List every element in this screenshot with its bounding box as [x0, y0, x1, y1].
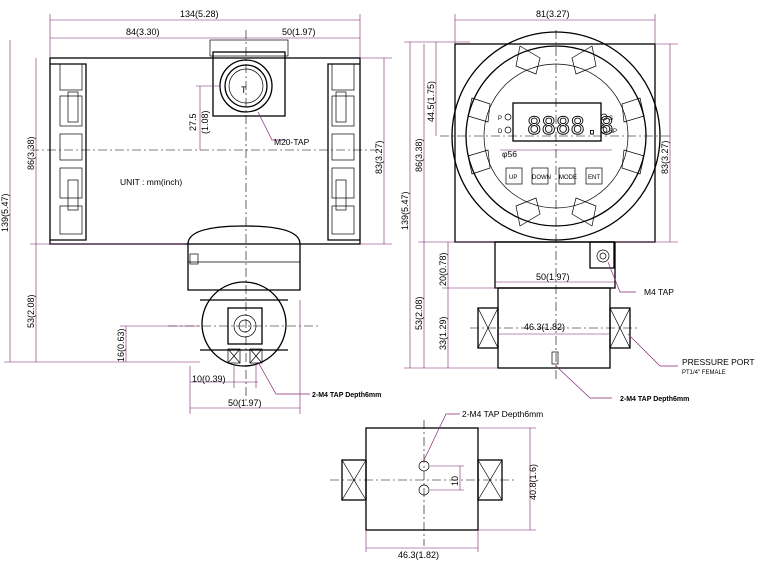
bottom-view: 10 40.8(1.6) 46.3(1.82) 2-M4 TAP Depth6m…	[330, 409, 543, 560]
indicator-right-1: S	[609, 116, 613, 122]
dim-front-body-left: 84(3.30)	[126, 27, 160, 37]
indicator-left-1: P	[498, 116, 502, 122]
front-neck	[187, 225, 301, 291]
dim-bottom-flange-width: 46.3(1.82)	[398, 550, 439, 560]
front-sensor-body	[201, 281, 287, 367]
dim-side-width: 81(3.27)	[536, 9, 570, 19]
indicator-right-2: SP	[609, 129, 617, 135]
lcd-panel	[512, 102, 602, 142]
dim-side-total-height: 139(5.47)	[400, 191, 410, 230]
dim-bottom-flange-height: 40.8(1.6)	[528, 464, 538, 500]
dim-front-tap-spacing: 10(0.39)	[192, 374, 226, 384]
front-right-cap	[327, 63, 360, 241]
label-pressure-port-thread: PT1/4" FEMALE	[682, 370, 726, 376]
lcd-digits: 8888.8	[527, 112, 614, 140]
dim-side-flange-width: 46.3(1.82)	[524, 322, 565, 332]
dim-side-display-diameter: φ56	[502, 149, 517, 159]
up-button[interactable]	[505, 167, 523, 185]
label-unit: UNIT : mm(inch)	[120, 177, 182, 187]
dim-front-port-height: 16(0.63)	[116, 328, 126, 362]
dim-side-lower-height: 53(2.08)	[414, 296, 424, 330]
conduit-hub	[212, 51, 286, 117]
label-bottom-tap-note: 2-M4 TAP Depth6mm	[462, 409, 543, 419]
front-view: T	[0, 9, 392, 414]
label-ground-tap: M4 TAP	[644, 287, 674, 297]
dim-front-lower-height: 53(2.08)	[26, 294, 36, 328]
bottom-flange-body	[365, 427, 479, 531]
front-left-cap	[50, 63, 87, 241]
dim-side-body-height: 86(3.38)	[414, 138, 424, 172]
label-side-tap-note: 2-M4 TAP Depth6mm	[620, 396, 689, 403]
dim-side-right-height: 83(3.27)	[660, 140, 670, 174]
label-conduit-tap: M20-TAP	[274, 137, 310, 147]
ent-button[interactable]	[585, 167, 603, 185]
mode-button[interactable]	[558, 167, 576, 185]
up-button-label: UP	[509, 175, 517, 181]
dim-front-body-height: 86(3.38)	[26, 136, 36, 170]
dim-side-neck-height: 20(0.78)	[438, 252, 448, 286]
dim-side-flange-height: 33(1.29)	[438, 316, 448, 350]
dim-side-display-height: 44.5(1.75)	[426, 81, 436, 122]
dim-front-bottom-width: 50(1.97)	[228, 398, 262, 408]
conduit-t-mark: T	[241, 85, 247, 95]
indicator-left-2: D	[498, 129, 503, 135]
side-view: 8888.8 P D S SP UP DOWN MODE ENT	[400, 9, 755, 403]
mode-button-label: MODE	[559, 175, 577, 181]
dim-front-right-height: 83(3.27)	[374, 140, 384, 174]
down-button[interactable]	[531, 167, 549, 185]
dim-side-neck-width: 50(1.97)	[536, 272, 570, 282]
ent-button-label: ENT	[588, 175, 600, 181]
dim-front-width: 134(5.28)	[180, 9, 219, 19]
front-housing-outline	[49, 57, 361, 245]
dim-conduit-height-in: (1.08)	[200, 110, 210, 134]
label-front-tap-note: 2-M4 TAP Depth6mm	[312, 392, 381, 399]
dim-front-body-right: 50(1.97)	[282, 27, 316, 37]
down-button-label: DOWN	[532, 175, 551, 181]
dim-bottom-hole-spacing: 10	[450, 476, 460, 486]
label-pressure-port: PRESSURE PORT	[682, 357, 755, 367]
ground-screw	[596, 249, 610, 263]
dim-front-total-height: 139(5.47)	[0, 193, 10, 232]
dim-conduit-height: 27.5	[188, 113, 198, 131]
